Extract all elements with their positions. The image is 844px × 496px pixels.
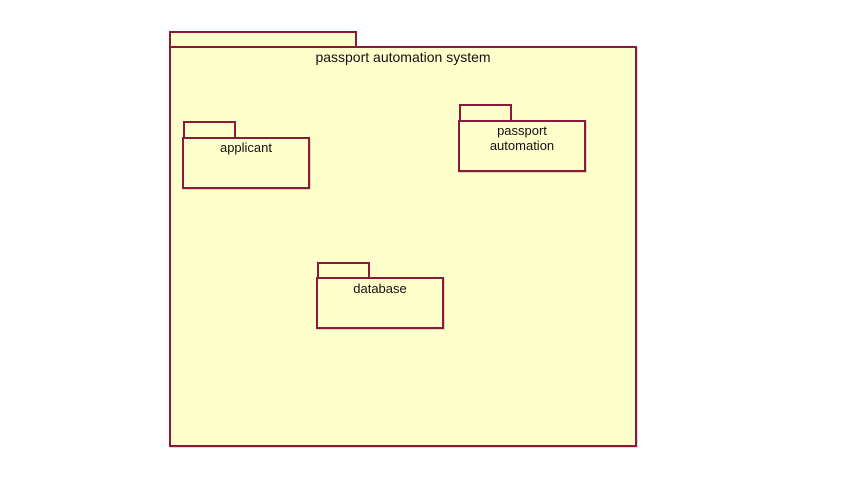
system-package-label: passport automation system [315, 49, 491, 65]
passport-automation-package[interactable] [458, 120, 586, 172]
passport-automation-package-label: passport automation [489, 123, 555, 153]
applicant-package[interactable] [182, 137, 310, 189]
database-package[interactable] [316, 277, 444, 329]
system-package[interactable] [169, 46, 637, 447]
database-package-label: database [353, 281, 407, 296]
applicant-package-label: applicant [219, 140, 273, 155]
